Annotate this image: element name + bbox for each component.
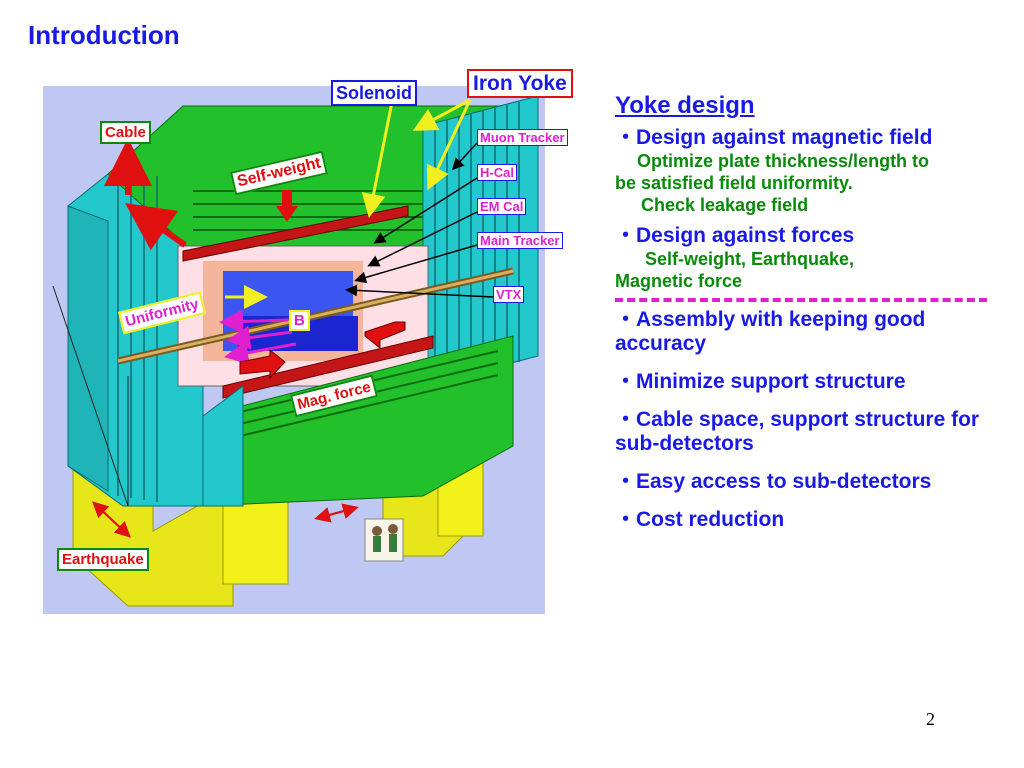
- bullet-support-structure: ・Minimize support structure: [615, 370, 906, 393]
- sub-field-uniformity: be satisfied field uniformity.: [615, 173, 853, 193]
- solenoid-top: [182, 205, 409, 262]
- yoke-design-panel: Yoke design ・Design against magnetic fie…: [615, 92, 1015, 532]
- bullet-assembly: ・Assembly with keeping good accuracy: [615, 308, 926, 355]
- label-muon-tracker: Muon Tracker: [477, 129, 568, 146]
- label-iron-yoke: Iron Yoke: [467, 69, 573, 98]
- label-cable: Cable: [100, 121, 151, 144]
- label-b-field: B: [289, 310, 310, 331]
- sub-leakage-field: Check leakage field: [641, 195, 809, 215]
- dashed-divider: [615, 298, 987, 302]
- sub-optimize-plate: Optimize plate thickness/length to: [637, 151, 930, 171]
- label-em-cal: EM Cal: [477, 198, 527, 215]
- detector-illustration: [43, 86, 545, 614]
- bullet-magnetic-field: ・Design against magnetic field: [615, 126, 933, 149]
- bullet-easy-access: ・Easy access to sub-detectors: [615, 470, 932, 493]
- bullet-cable-space: ・Cable space, support structure for sub-…: [615, 408, 980, 455]
- bullet-forces: ・Design against forces: [615, 224, 855, 247]
- label-vtx: VTX: [493, 286, 525, 303]
- bullet-cost-reduction: ・Cost reduction: [615, 508, 785, 531]
- label-solenoid: Solenoid: [331, 80, 417, 106]
- sub-magnetic-force: Magnetic force: [615, 271, 743, 291]
- solenoid-bottom: [222, 335, 434, 399]
- sub-self-weight: Self-weight, Earthquake,: [645, 249, 855, 269]
- label-earthquake: Earthquake: [57, 548, 149, 571]
- label-main-tracker: Main Tracker: [477, 232, 563, 249]
- slide-title: Introduction: [28, 20, 180, 50]
- yoke-design-heading: Yoke design: [615, 92, 755, 119]
- label-h-cal: H-Cal: [477, 164, 517, 181]
- page-number: 2: [926, 709, 935, 729]
